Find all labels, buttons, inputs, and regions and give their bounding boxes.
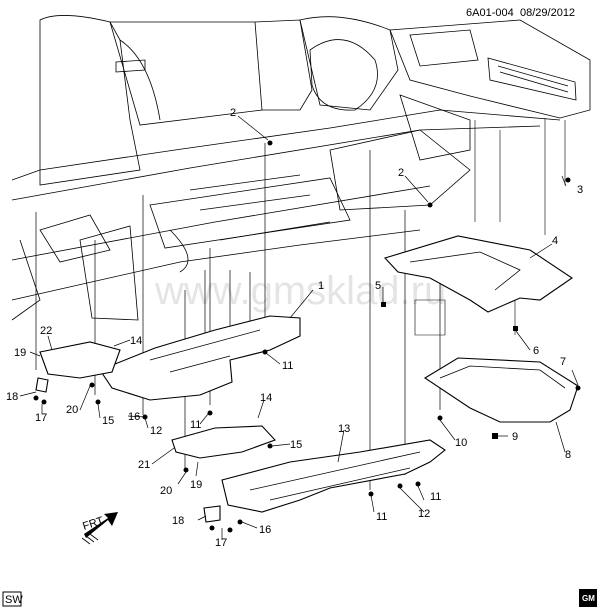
diagram-date: 08/29/2012 [520, 7, 575, 19]
callout-22: 22 [40, 325, 52, 337]
callout-17-a: 17 [35, 412, 47, 424]
callout-19-b: 19 [190, 479, 202, 491]
callout-2-upper: 2 [230, 107, 236, 119]
callout-20-b: 20 [160, 485, 172, 497]
callout-11-d: 11 [430, 491, 441, 503]
callout-5: 5 [375, 280, 381, 292]
callout-19-a: 19 [14, 347, 26, 359]
callout-4: 4 [552, 235, 558, 247]
callout-6: 6 [533, 345, 539, 357]
callout-2-lower: 2 [398, 167, 404, 179]
callout-8: 8 [565, 449, 571, 461]
callout-11-c: 11 [376, 511, 387, 523]
callout-16-a: 16 [128, 411, 140, 423]
sw-badge-label: SW [5, 594, 23, 606]
callout-13: 13 [338, 423, 350, 435]
callout-21: 21 [138, 459, 150, 471]
bracket-part-18b [203, 505, 221, 523]
shield-part-13 [221, 439, 446, 513]
callout-12-a: 12 [418, 508, 430, 520]
shield-part-22 [39, 341, 121, 379]
diagram-code: 6A01-004 [466, 7, 514, 19]
callout-1: 1 [318, 280, 324, 292]
front-direction-arrow: FRT [81, 512, 118, 545]
watermark-text: www.gmsklad.ru [154, 269, 446, 313]
leader-lines [19, 115, 579, 540]
callout-11-a: 11 [282, 360, 293, 372]
callout-14-b: 14 [260, 392, 272, 404]
shield-part-1 [99, 315, 301, 401]
gm-logo-text: GM [582, 594, 595, 603]
callout-20-a: 20 [66, 404, 78, 416]
gm-logo: GM [579, 589, 597, 607]
shields [35, 235, 579, 523]
callout-11-b: 11 [190, 419, 201, 431]
callout-10: 10 [455, 437, 467, 449]
callout-14-a: 14 [130, 335, 142, 347]
callout-15-a: 15 [290, 439, 302, 451]
shield-part-4 [383, 235, 573, 313]
callout-15-b: 15 [102, 415, 114, 427]
callout-18-b: 18 [172, 515, 184, 527]
callout-17-b: 17 [215, 537, 227, 549]
callout-9: 9 [512, 431, 518, 443]
callout-3: 3 [577, 184, 583, 196]
shield-part-8 [423, 357, 579, 423]
callout-labels: 2 2 3 4 5 6 7 8 9 10 1 11 11 11 11 12 12… [6, 107, 583, 549]
callout-12-b: 12 [150, 425, 162, 437]
callout-18-a: 18 [6, 391, 18, 403]
vehicle-body-illustration [11, 15, 591, 321]
callout-7: 7 [560, 356, 566, 368]
shield-part-21 [171, 425, 276, 459]
footer-left-badge: SW [2, 591, 23, 607]
bracket-part-18 [35, 377, 49, 393]
callout-16-b: 16 [259, 524, 271, 536]
